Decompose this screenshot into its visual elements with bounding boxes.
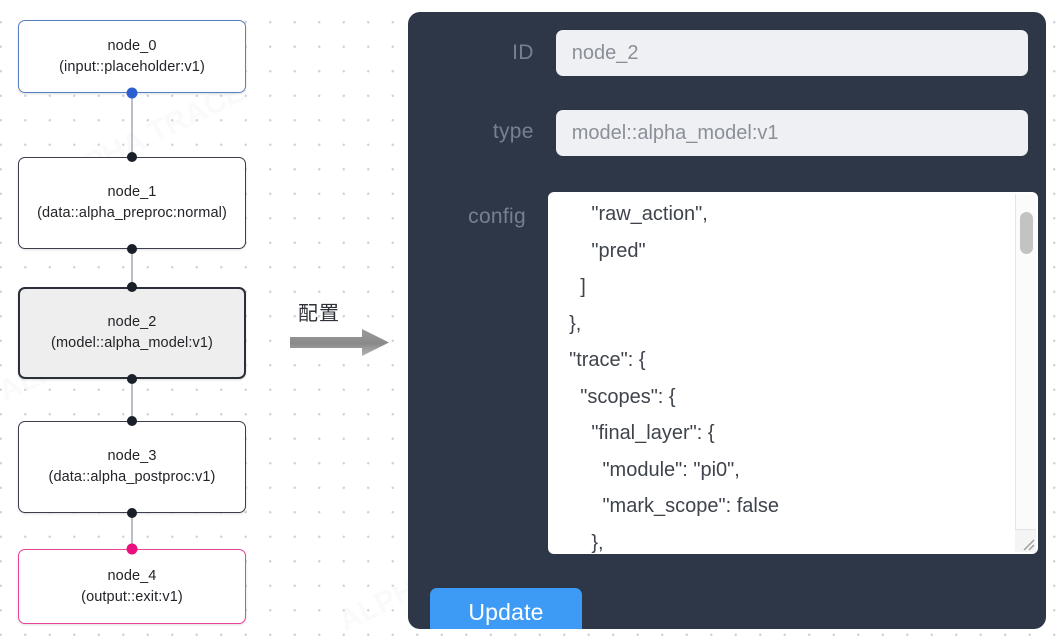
config-scrollbar-corner xyxy=(1015,529,1036,552)
annotation-label: 配置 xyxy=(298,301,340,325)
node-port-handle[interactable] xyxy=(127,508,137,518)
graph-node-label: node_1 (data::alpha_preproc:normal) xyxy=(37,184,227,221)
field-row-type: type xyxy=(428,110,1028,156)
graph-node-label: node_3 (data::alpha_postproc:v1) xyxy=(48,448,216,485)
edge-node_3-to-node_4[interactable] xyxy=(131,513,133,549)
config-scrollbar[interactable] xyxy=(1015,194,1036,552)
config-textarea-wrap xyxy=(548,192,1038,554)
arrow-right-icon xyxy=(290,329,389,356)
node-port-handle[interactable] xyxy=(126,543,138,555)
graph-node-node_3[interactable]: node_3 (data::alpha_postproc:v1) xyxy=(18,421,246,513)
edge-node_2-to-node_3[interactable] xyxy=(131,379,133,421)
update-button[interactable]: Update xyxy=(430,588,582,629)
graph-node-label: node_0 (input::placeholder:v1) xyxy=(59,37,205,75)
graph-node-label: node_2 (model::alpha_model:v1) xyxy=(51,314,213,351)
annotation-group: 配置 xyxy=(288,297,398,365)
node-port-handle[interactable] xyxy=(127,152,137,162)
node-port-handle[interactable] xyxy=(127,374,137,384)
graph-node-node_1[interactable]: node_1 (data::alpha_preproc:normal) xyxy=(18,157,246,249)
node-port-handle[interactable] xyxy=(127,416,137,426)
node-port-handle[interactable] xyxy=(127,244,137,254)
graph-node-node_2[interactable]: node_2 (model::alpha_model:v1) xyxy=(18,287,246,379)
edge-node_0-to-node_1[interactable] xyxy=(131,93,133,157)
id-input[interactable] xyxy=(555,30,1028,76)
config-scrollbar-thumb[interactable] xyxy=(1020,212,1033,254)
config-field-label: config xyxy=(468,205,526,228)
node-port-handle[interactable] xyxy=(126,87,138,99)
node-port-handle[interactable] xyxy=(127,282,137,292)
field-row-id: ID xyxy=(428,30,1028,76)
type-field-label: type xyxy=(492,120,534,143)
graph-node-node_4[interactable]: node_4 (output::exit:v1) xyxy=(18,549,246,624)
graph-node-node_0[interactable]: node_0 (input::placeholder:v1) xyxy=(18,20,246,93)
node-config-panel: ID type config Update xyxy=(408,12,1046,629)
type-input[interactable] xyxy=(555,110,1028,156)
field-row-config: config xyxy=(428,192,1038,554)
config-textarea[interactable] xyxy=(548,192,1038,554)
id-field-label: ID xyxy=(512,41,534,64)
graph-node-label: node_4 (output::exit:v1) xyxy=(81,567,183,605)
edge-node_1-to-node_2[interactable] xyxy=(131,249,133,287)
